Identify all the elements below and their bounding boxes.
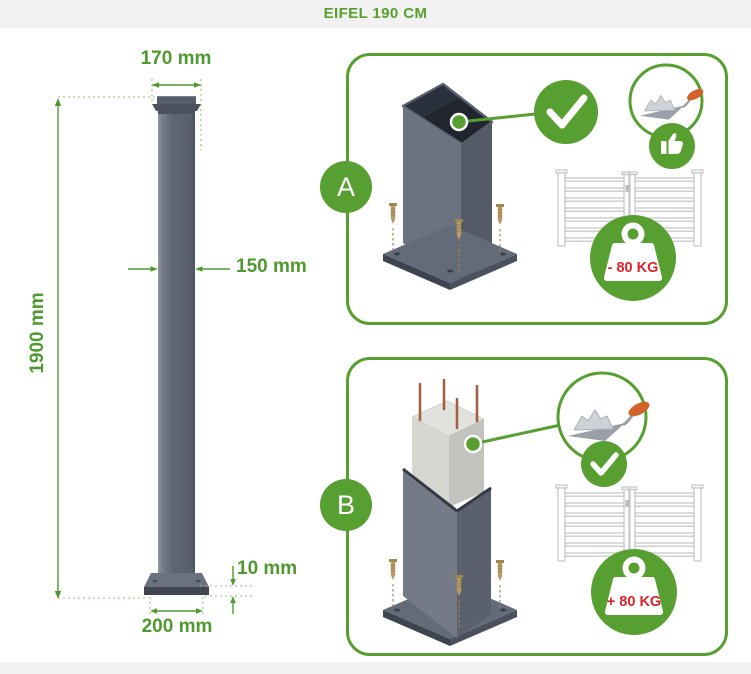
- header-bar: [0, 0, 751, 28]
- dimension-plate-thickness: 10 mm: [237, 558, 298, 579]
- option-a-badge: A: [320, 161, 372, 213]
- dimension-top-width: 170 mm: [140, 48, 212, 69]
- option-b-badge: B: [320, 479, 372, 531]
- footer-bar: [0, 662, 751, 674]
- option-b-panel: [346, 357, 728, 656]
- dimension-height: 1900 mm: [27, 292, 48, 374]
- dimension-lines: [57, 79, 252, 616]
- page-title: EIFEL 190 CM: [323, 5, 428, 22]
- post-diagram: [54, 79, 252, 616]
- post-illustration: [144, 96, 209, 595]
- dimension-profile-width: 150 mm: [236, 256, 307, 277]
- dimension-base-width: 200 mm: [141, 616, 213, 637]
- base-plate: [144, 573, 209, 587]
- dimension-arrowheads: [54, 82, 236, 614]
- option-a-panel: [346, 53, 728, 325]
